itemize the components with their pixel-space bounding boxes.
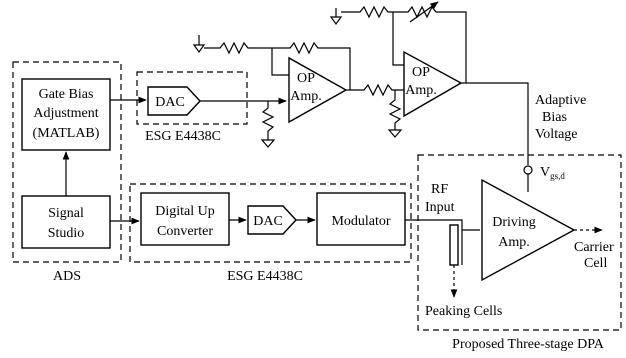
ground-1	[260, 139, 276, 148]
vgs-label: Vgs,d	[540, 165, 565, 181]
wire-bias-output	[461, 82, 529, 165]
power-splitter	[449, 224, 459, 266]
rf-input-line-2: Input	[425, 200, 455, 215]
wire-split-top	[450, 219, 480, 231]
op-amp-2-line-2: Amp.	[405, 83, 437, 98]
esg-top-group-outline	[136, 71, 248, 125]
resistor-feedback-1	[272, 41, 351, 90]
adaptive-bias-line-3: Voltage	[535, 127, 578, 142]
rf-input-line-1: RF	[431, 182, 448, 197]
op-amp-1-line-1: OP	[297, 71, 315, 86]
driving-amp-line-1: Driving	[492, 215, 536, 230]
esg-top-label: ESG E4438C	[145, 129, 221, 144]
dac-top-block	[147, 86, 201, 116]
carrier-cell-line-1: Carrier	[574, 240, 614, 255]
digital-up-converter-block	[140, 192, 230, 246]
driving-amp-block	[481, 178, 576, 282]
dac-top-label: DAC	[155, 95, 185, 110]
ads-group-outline	[12, 61, 122, 263]
peaking-cells-label: Peaking Cells	[425, 304, 502, 319]
wire-to-opamp2-minus	[392, 12, 404, 66]
dpa-label: Proposed Three-stage DPA	[452, 337, 605, 352]
op-amp-2-line-1: OP	[412, 65, 430, 80]
duc-line-1: Digital Up	[155, 204, 215, 219]
vgs-node	[523, 165, 533, 175]
resistor-shunt-1	[261, 101, 275, 140]
op-amp-1-line-2: Amp.	[290, 89, 322, 104]
op-amp-2-block	[403, 50, 463, 118]
signal-studio-line-1: Signal	[48, 206, 84, 221]
gate-bias-line-3: (MATLAB)	[33, 126, 100, 141]
esg-bottom-label: ESG E4438C	[227, 269, 303, 284]
resistor-input-1	[204, 41, 272, 55]
signal-studio-line-2: Studio	[48, 226, 85, 241]
ads-label: ADS	[53, 269, 81, 284]
dpa-group-outline	[417, 154, 622, 331]
wire-to-opamp1-minus	[271, 48, 289, 76]
modulator-block	[316, 192, 406, 246]
resistor-between-opamps	[346, 83, 405, 97]
duc-line-2: Converter	[157, 224, 213, 239]
gate-bias-block	[21, 78, 111, 151]
adaptive-bias-line-1: Adaptive	[535, 93, 586, 108]
esg-bottom-group-outline	[129, 183, 412, 263]
modulator-label: Modulator	[331, 214, 390, 229]
adaptive-bias-line-2: Bias	[542, 110, 567, 125]
ground-ref-1	[192, 44, 206, 54]
dac-bottom-block	[247, 205, 297, 235]
driving-amp-line-2: Amp.	[498, 235, 530, 250]
gate-bias-line-1: Gate Bias	[39, 87, 94, 102]
variable-resistor-arrow	[409, 1, 439, 23]
carrier-cell-line-2: Cell	[584, 256, 607, 271]
ground-ref-2	[329, 16, 343, 26]
resistor-shunt-2	[388, 90, 402, 130]
gate-bias-line-2: Adjustment	[33, 106, 98, 121]
op-amp-1-block	[288, 56, 348, 124]
ground-2	[387, 129, 403, 138]
dac-bottom-label: DAC	[253, 214, 283, 229]
resistor-input-2	[341, 5, 393, 19]
